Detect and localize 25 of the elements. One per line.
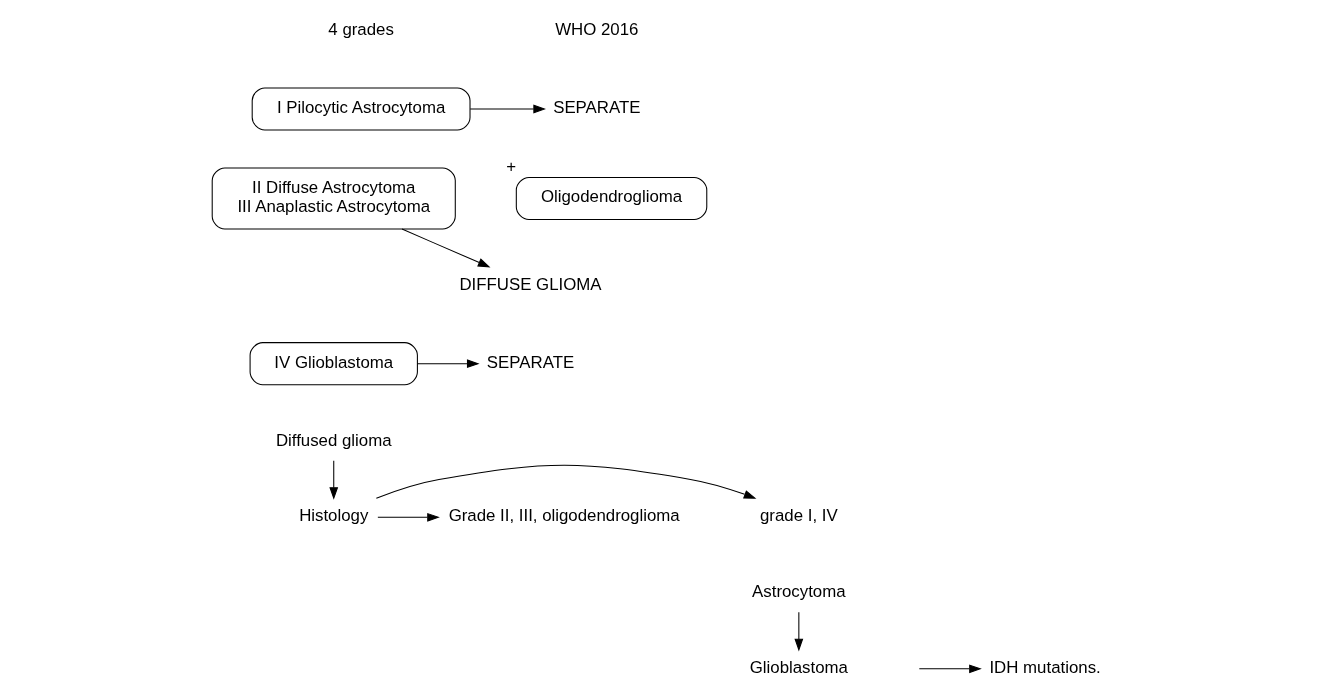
node-box: Oligodendroglioma: [515, 176, 708, 221]
node-box: II Diffuse Astrocytoma III Anaplastic Astrocytoma: [211, 167, 456, 230]
arrow: [375, 464, 757, 499]
node-text: Glioblastoma: [749, 657, 848, 677]
arrow: [401, 228, 491, 268]
node-text: DIFFUSE GLIOMA: [459, 274, 602, 294]
arrow: [377, 512, 440, 522]
node-box: I Pilocytic Astrocytoma: [251, 87, 471, 131]
label: 4 grades: [328, 20, 394, 40]
node-text: grade I, IV: [760, 506, 838, 526]
arrow: [918, 664, 982, 674]
node-text: Diffused glioma: [275, 430, 392, 450]
node-text: Astrocytoma: [752, 582, 846, 602]
node-text: Grade II, III, oligodendroglioma: [448, 506, 680, 526]
node-text: IDH mutations.: [989, 657, 1101, 677]
node-text: SEPARATE: [553, 98, 641, 118]
arrow: [417, 359, 480, 369]
node-label: +: [506, 156, 516, 176]
arrow: [794, 611, 804, 652]
node-text: Histology: [299, 506, 369, 526]
arrow: [469, 104, 546, 114]
node-text: SEPARATE: [486, 352, 575, 372]
arrow: [329, 460, 339, 500]
label: WHO 2016: [555, 20, 639, 40]
node-box: IV Glioblastoma: [249, 342, 418, 386]
